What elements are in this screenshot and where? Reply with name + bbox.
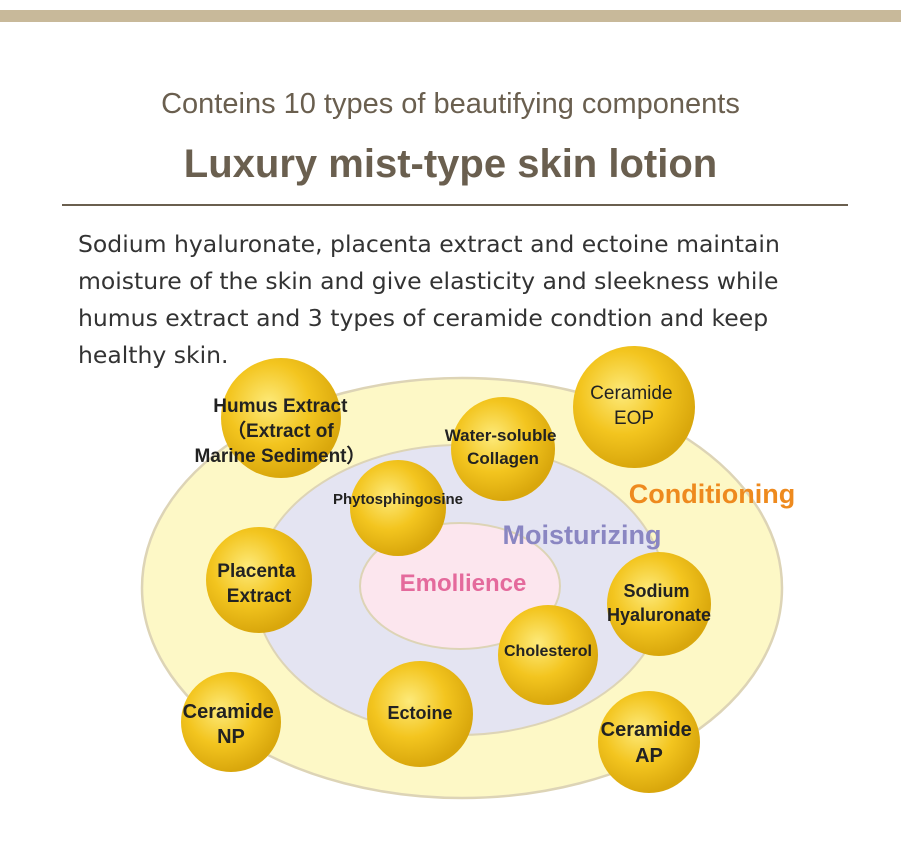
component-cholesterol: Cholesterol — [498, 605, 598, 705]
component-humus-extract: Humus Extract （Extract of Marine Sedimen… — [194, 358, 366, 478]
ceramide-ap-label-line-2: AP — [635, 745, 663, 767]
component-ceramide-eop: Ceramide EOP — [573, 346, 695, 468]
top-accent-bar — [0, 10, 901, 22]
divider — [62, 204, 848, 206]
component-sodium-hyaluronate: Sodium Hyaluronate — [607, 552, 711, 656]
ceramide-np-label-line-1: Ceramide — [183, 701, 274, 723]
subtitle: Conteins 10 types of beautifying compone… — [161, 88, 740, 120]
component-phytosphingosine: Phytosphingosine — [333, 460, 463, 556]
ceramide-ap-label-line-1: Ceramide — [601, 719, 692, 741]
ectoine-label: Ectoine — [387, 703, 452, 723]
svg-text:Ceramide EOP: Ceramide EOP — [590, 383, 678, 429]
ceramide-np-label-line-2: NP — [217, 726, 245, 748]
svg-text:Cholesterol: Cholesterol — [504, 643, 592, 660]
ceramide-eop-label-line-2: EOP — [614, 408, 654, 429]
svg-text:Sodium Hyaluronate: Sodium Hyaluronate — [607, 581, 711, 625]
collagen-label-line-2: Collagen — [467, 449, 539, 468]
humus-label-line-2: （Extract of — [227, 419, 334, 442]
sodium-hyaluronate-label-line-2: Hyaluronate — [607, 605, 711, 625]
component-ceramide-np: Ceramide NP — [181, 672, 281, 772]
svg-text:Ceramide NP: Ceramide NP — [183, 701, 280, 748]
conditioning-label: Conditioning — [629, 479, 795, 509]
component-ceramide-ap: Ceramide AP — [598, 691, 700, 793]
description-text: Sodium hyaluronate, placenta extract and… — [78, 230, 780, 369]
emollience-label: Emollience — [400, 570, 527, 597]
svg-text:Humus Extract （Extract o: Humus Extract （Extract of Marine Sedimen… — [194, 396, 365, 467]
component-water-soluble-collagen: Water-soluble Collagen — [445, 397, 562, 501]
ceramide-eop-label-line-1: Ceramide — [590, 383, 672, 404]
placenta-label-line-1: Placenta — [217, 561, 296, 582]
cholesterol-label: Cholesterol — [504, 643, 592, 660]
component-ectoine: Ectoine — [367, 661, 473, 767]
moisturizing-label: Moisturizing — [503, 520, 662, 550]
phytosphingosine-label: Phytosphingosine — [333, 491, 463, 508]
page-title: Luxury mist-type skin lotion — [183, 142, 718, 186]
svg-text:Placenta Extract: Placenta Extract — [217, 561, 300, 607]
svg-text:Ceramide AP: Ceramide AP — [601, 719, 698, 767]
placenta-label-line-2: Extract — [227, 586, 292, 607]
emollience-zone — [359, 522, 561, 650]
collagen-label-line-1: Water-soluble — [445, 426, 557, 445]
svg-text:Phytosphingosine: Phytosphingosine — [333, 491, 463, 508]
component-placenta-extract: Placenta Extract — [206, 527, 312, 633]
sodium-hyaluronate-label-line-1: Sodium — [623, 581, 689, 601]
humus-label-line-3: Marine Sediment） — [194, 444, 365, 467]
humus-label-line-1: Humus Extract — [213, 396, 348, 417]
svg-text:Water-soluble Collagen: Water-soluble Collagen — [445, 426, 562, 468]
svg-text:Ectoine: Ectoine — [387, 703, 452, 723]
